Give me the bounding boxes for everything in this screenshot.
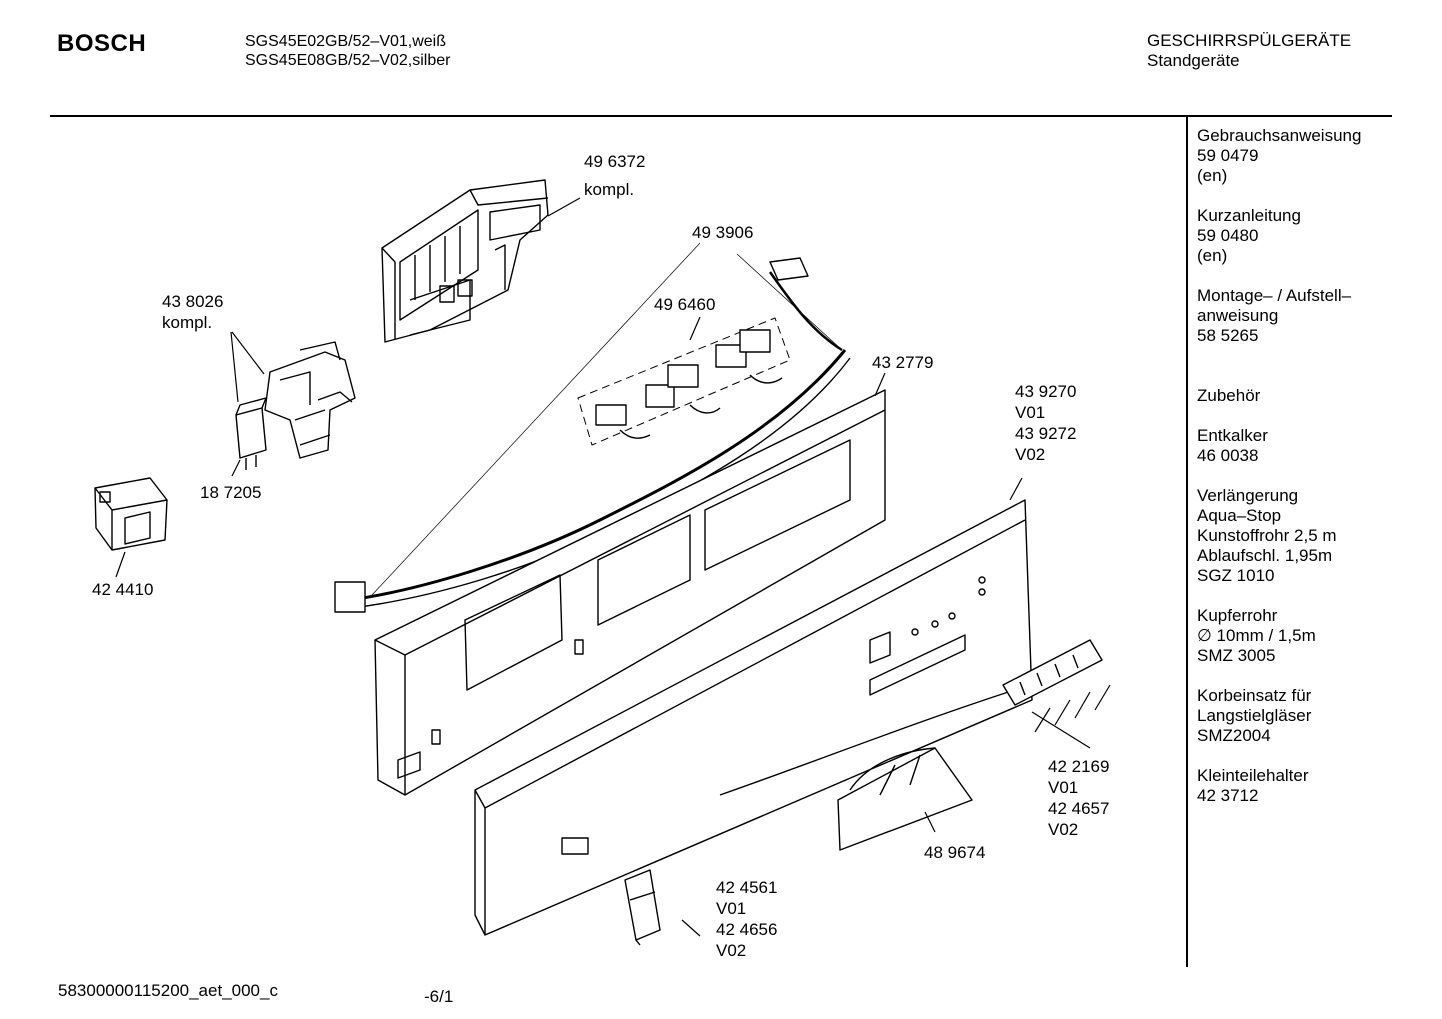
sidebar-line: Kupferrohr [1197, 606, 1278, 625]
control-panel-frame-drawing [374, 389, 886, 796]
part-label-496372: 49 6372 kompl. [584, 151, 645, 200]
part-number: 43 2779 [872, 353, 934, 372]
model-line: SGS45E08GB/52–V02,silber [245, 52, 451, 69]
connector-group-drawing [577, 317, 791, 446]
sidebar-line: (en) [1197, 166, 1228, 185]
part-label-424561: 42 4561 V01 42 4656 V02 [716, 877, 777, 961]
brand-logo: BOSCH [57, 30, 147, 57]
latch-drawing [624, 869, 661, 946]
part-variant: V01 [1015, 403, 1046, 422]
sidebar-block: Kupferrohr ∅ 10mm / 1,5m SMZ 3005 [1197, 606, 1392, 666]
sidebar-line: Korbeinsatz für [1197, 686, 1312, 705]
category-line: GESCHIRRSPÜLGERÄTE [1147, 31, 1352, 50]
part-label-493906: 49 3906 [692, 222, 753, 243]
part-number: 42 4656 [716, 920, 778, 939]
sidebar-line: Gebrauchsanweisung [1197, 126, 1362, 145]
part-note: kompl. [584, 180, 635, 199]
sidebar-line: Zubehör [1197, 386, 1261, 405]
button-block-drawing [1002, 639, 1103, 706]
part-number: 48 9674 [924, 843, 986, 862]
sidebar-line: Montage– / Aufstell– [1197, 286, 1352, 305]
sidebar-block: Entkalker 46 0038 [1197, 426, 1392, 466]
header-divider [50, 115, 1392, 117]
part-note: kompl. [162, 313, 213, 332]
model-line: SGS45E02GB/52–V01,weiß [245, 33, 447, 50]
part-variant: V02 [716, 941, 747, 960]
part-number: 43 8026 [162, 292, 224, 311]
accessory-sidebar: Gebrauchsanweisung 59 0479 (en) Kurzanle… [1197, 126, 1392, 826]
sidebar-divider [1186, 117, 1188, 967]
part-number: 49 6460 [654, 295, 716, 314]
part-label-424410: 42 4410 [92, 579, 153, 600]
sidebar-block: Kurzanleitung 59 0480 (en) [1197, 206, 1392, 266]
part-variant: V02 [1048, 820, 1079, 839]
part-label-439270: 43 9270 V01 43 9272 V02 [1015, 381, 1076, 465]
sidebar-line: Kunstoffrohr 2,5 m [1197, 526, 1337, 545]
plug-connector-drawing [94, 477, 168, 551]
sidebar-line: 59 0479 [1197, 146, 1259, 165]
document-id: 58300000115200_aet_000_c [58, 981, 278, 1000]
sidebar-block: Verlängerung Aqua–Stop Kunstoffrohr 2,5 … [1197, 486, 1392, 586]
relay-drawing [264, 341, 356, 459]
sidebar-line: Aqua–Stop [1197, 506, 1282, 525]
control-module-drawing [381, 179, 549, 343]
sidebar-line: SMZ2004 [1197, 726, 1271, 745]
sidebar-block: Gebrauchsanweisung 59 0479 (en) [1197, 126, 1392, 186]
part-label-422169: 42 2169 V01 42 4657 V02 [1048, 756, 1109, 840]
part-variant: V01 [716, 899, 747, 918]
part-number: 42 4657 [1048, 799, 1110, 818]
sidebar-line: anweisung [1197, 306, 1279, 325]
capacitor-drawing [235, 397, 267, 470]
appliance-category: GESCHIRRSPÜLGERÄTE Standgeräte [1147, 31, 1351, 71]
part-label-187205: 18 7205 [200, 482, 261, 503]
sidebar-block: Montage– / Aufstell– anweisung 58 5265 [1197, 286, 1392, 346]
sidebar-line: Ablaufschl. 1,95m [1197, 546, 1333, 565]
fascia-panel-drawing [474, 499, 1033, 936]
exploded-parts-drawing [94, 179, 1111, 946]
sidebar-line: 59 0480 [1197, 226, 1259, 245]
sidebar-line: SMZ 3005 [1197, 646, 1276, 665]
handle-drawing [837, 747, 973, 851]
part-number: 43 9272 [1015, 424, 1077, 443]
part-number: 49 6372 [584, 152, 646, 171]
sidebar-line: 42 3712 [1197, 786, 1259, 805]
sidebar-line: 58 5265 [1197, 326, 1259, 345]
sidebar-block: Zubehör [1197, 386, 1392, 406]
part-label-432779: 43 2779 [872, 352, 933, 373]
part-variant: V01 [1048, 778, 1079, 797]
model-list: SGS45E02GB/52–V01,weiß SGS45E08GB/52–V02… [245, 32, 450, 70]
sidebar-line: Kurzanleitung [1197, 206, 1301, 225]
sidebar-block: Kleinteilehalter 42 3712 [1197, 766, 1392, 806]
sidebar-line: Langstielgläser [1197, 706, 1312, 725]
part-number: 42 4410 [92, 580, 154, 599]
part-variant: V02 [1015, 445, 1046, 464]
page-number: -6/1 [424, 987, 454, 1006]
spacer [1197, 366, 1392, 386]
part-label-438026: 43 8026 kompl. [162, 291, 223, 333]
subcategory-line: Standgeräte [1147, 51, 1240, 70]
sidebar-line: SGZ 1010 [1197, 566, 1275, 585]
part-number: 42 4561 [716, 878, 778, 897]
sidebar-line: Entkalker [1197, 426, 1268, 445]
sidebar-line: Kleinteilehalter [1197, 766, 1309, 785]
part-number: 18 7205 [200, 483, 262, 502]
part-number: 49 3906 [692, 223, 754, 242]
part-number: 43 9270 [1015, 382, 1077, 401]
sidebar-line: Verlängerung [1197, 486, 1299, 505]
part-label-496460: 49 6460 [654, 294, 715, 315]
sidebar-line: 46 0038 [1197, 446, 1259, 465]
sidebar-block: Korbeinsatz für Langstielgläser SMZ2004 [1197, 686, 1392, 746]
sidebar-line: (en) [1197, 246, 1228, 265]
sidebar-line: ∅ 10mm / 1,5m [1197, 626, 1316, 645]
part-number: 42 2169 [1048, 757, 1110, 776]
part-label-489674: 48 9674 [924, 842, 985, 863]
